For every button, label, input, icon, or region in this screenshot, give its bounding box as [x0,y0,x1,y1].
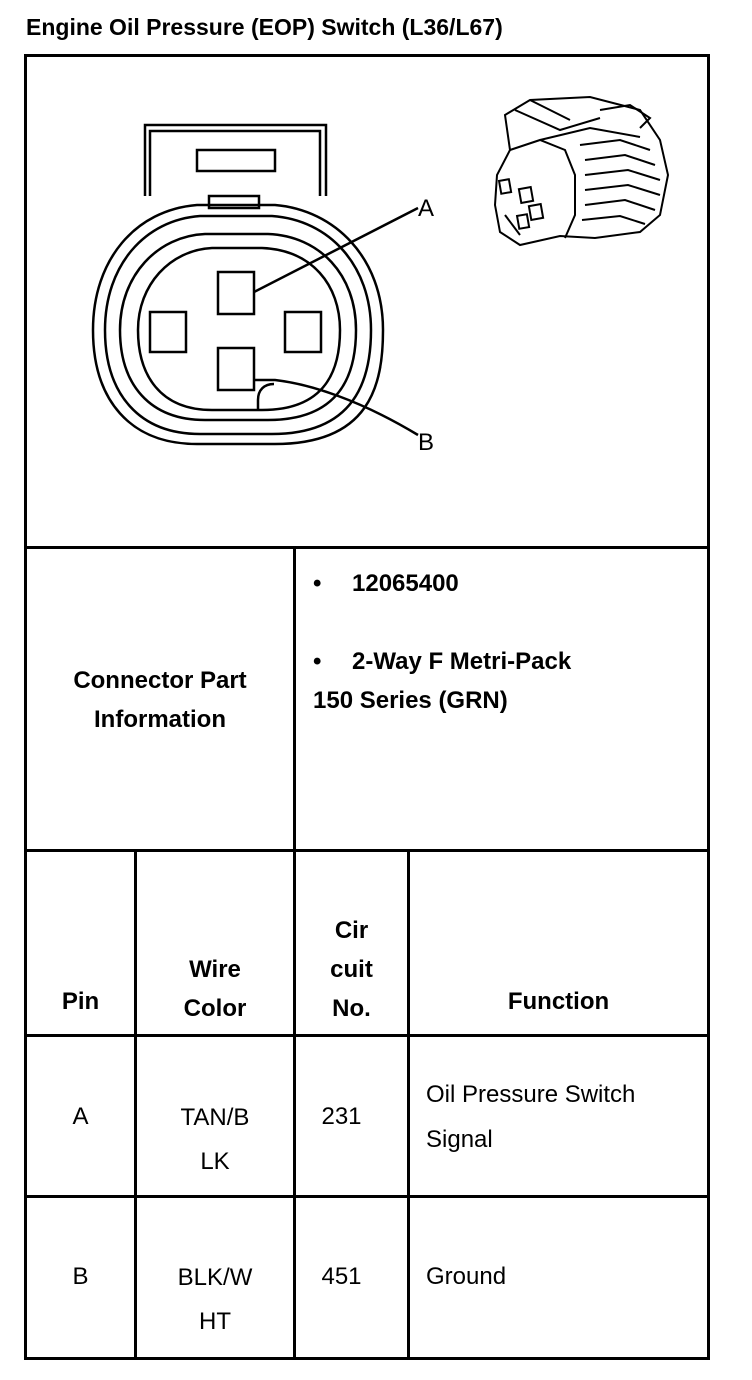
function-line: Oil Pressure Switch [426,1081,636,1108]
header-function: Function [507,988,610,1015]
wire-color-line: HT [199,1308,231,1335]
divider [24,1034,710,1037]
divider [134,852,137,1357]
header-wire-color: Wire Color [137,950,293,1028]
header-circuit-no-line: cuit [330,956,373,983]
divider [293,549,296,849]
divider [24,1195,710,1198]
part-number: 12065400 [352,570,459,597]
header-circuit-no-line: Cir [334,917,369,944]
table-row-b-pin: B [72,1263,89,1290]
table-row-a-wire-color: TAN/B LK [137,1096,293,1184]
function-line: Signal [426,1126,493,1153]
header-wire-color-line: Color [183,995,247,1022]
table-row-a-function: Oil Pressure Switch Signal [426,1072,706,1162]
wire-color-line: BLK/W [177,1264,253,1291]
wire-color-line: TAN/B [180,1104,250,1131]
connector-info-label: Connector Part Information [27,661,293,739]
connector-face-drawing [91,123,419,446]
connector-3d-drawing [493,95,670,247]
header-circuit-no-line: No. [332,995,371,1022]
connector-description-line2: 150 Series (GRN) [313,687,508,714]
pin-b-callout: B [418,429,434,456]
divider [407,852,410,1357]
table-row-a-pin: A [72,1103,89,1130]
table-row-b-circuit: 451 [321,1263,362,1290]
table-row-b-wire-color: BLK/W HT [137,1256,293,1344]
page-title: Engine Oil Pressure (EOP) Switch (L36/L6… [26,14,503,40]
header-circuit-no: Cir cuit No. [296,911,407,1028]
header-pin: Pin [61,988,100,1015]
pin-a-callout: A [418,195,434,222]
connector-info-label-line: Information [94,706,226,733]
connector-info-label-line: Connector Part [73,667,247,694]
connector-sheet [24,54,710,1360]
divider [293,852,296,1357]
connector-diagram: A B [91,95,670,456]
divider [24,546,710,549]
wire-color-line: LK [200,1148,230,1175]
bullet-icon: • [313,570,322,597]
connector-description-line1: 2-Way F Metri-Pack [352,648,572,675]
table-row-a-circuit: 231 [321,1103,362,1130]
table-row-b-function: Ground [426,1263,507,1290]
bullet-icon: • [313,648,322,675]
header-wire-color-line: Wire [189,956,241,983]
divider [24,849,710,852]
